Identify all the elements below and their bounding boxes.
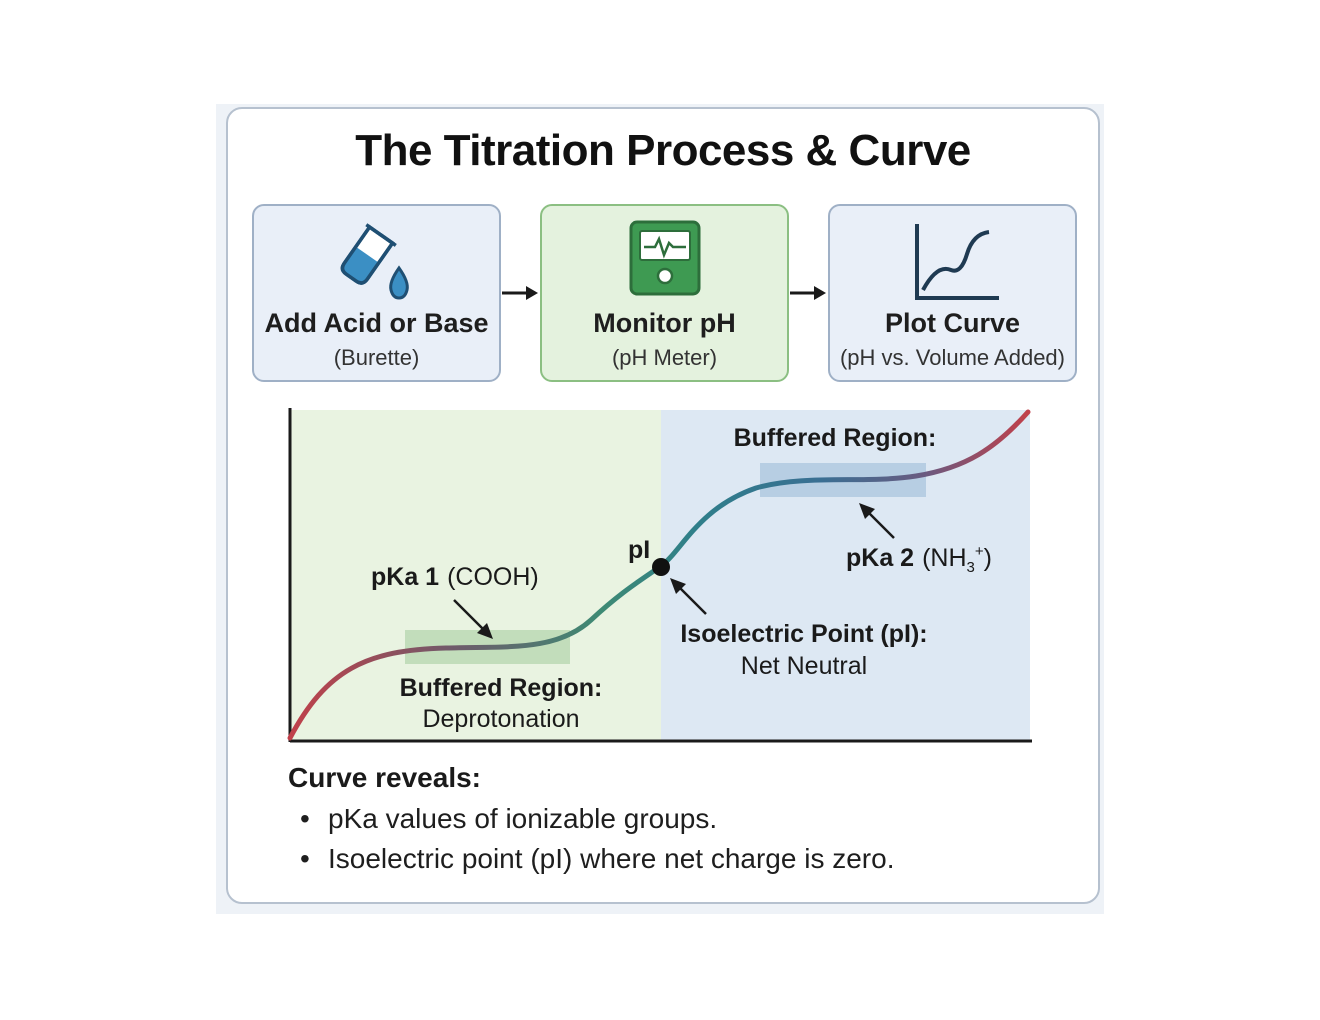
bullet-icon: •: [300, 843, 310, 874]
step-title: Plot Curve: [884, 308, 1021, 338]
step-title: Add Acid or Base: [264, 308, 489, 338]
step-subtitle: (pH vs. Volume Added): [839, 345, 1065, 370]
curve-plot-icon: [830, 220, 1075, 304]
pka1-arrow: [453, 599, 485, 631]
figure-title: The Titration Process & Curve: [355, 126, 971, 175]
beaker-droplet-icon: [254, 220, 499, 304]
titration-curve-diagram: pI pKa 1(COOH) Buffered Region: Deproton…: [286, 408, 1036, 748]
bullet-icon: •: [300, 803, 310, 834]
iso-desc: Net Neutral: [741, 652, 867, 680]
step-subtitle: (Burette): [333, 345, 420, 370]
pi-label: pI: [628, 536, 650, 564]
buffer2-title: Buffered Region:: [734, 424, 937, 452]
pka2-arrow-head: [859, 503, 875, 519]
buffer1-desc: Deprotonation: [422, 705, 579, 733]
list-item: •pKa values of ionizable groups.: [300, 800, 894, 840]
list-item: •Isoelectric point (pI) where net charge…: [300, 840, 894, 880]
reveals-list: •pKa values of ionizable groups. •Isoele…: [300, 800, 894, 880]
acidic-region-background: [290, 410, 661, 740]
step-add-acid-or-base: Add Acid or Base (Burette): [252, 204, 501, 382]
arrow-right-icon: [790, 286, 826, 300]
step-title: Monitor pH: [593, 308, 736, 338]
ph-meter-icon: [542, 220, 787, 304]
step-plot-curve: Plot Curve (pH vs. Volume Added): [828, 204, 1077, 382]
pka2-arrow: [867, 511, 895, 539]
reveals-title: Curve reveals:: [288, 762, 482, 793]
iso-title: Isoelectric Point (pI):: [680, 620, 927, 648]
pi-arrow-head: [670, 578, 686, 594]
step-monitor-ph: Monitor pH (pH Meter): [540, 204, 789, 382]
buffer1-title: Buffered Region:: [400, 674, 603, 702]
pka2-label: pKa 2(NH3+): [846, 543, 992, 576]
isoelectric-point-marker: [652, 558, 670, 576]
pka1-label: pKa 1(COOH): [371, 563, 539, 591]
pi-arrow: [677, 585, 707, 615]
pka1-arrow-head: [477, 623, 493, 639]
step-subtitle: (pH Meter): [611, 345, 718, 370]
arrow-right-icon: [502, 286, 538, 300]
